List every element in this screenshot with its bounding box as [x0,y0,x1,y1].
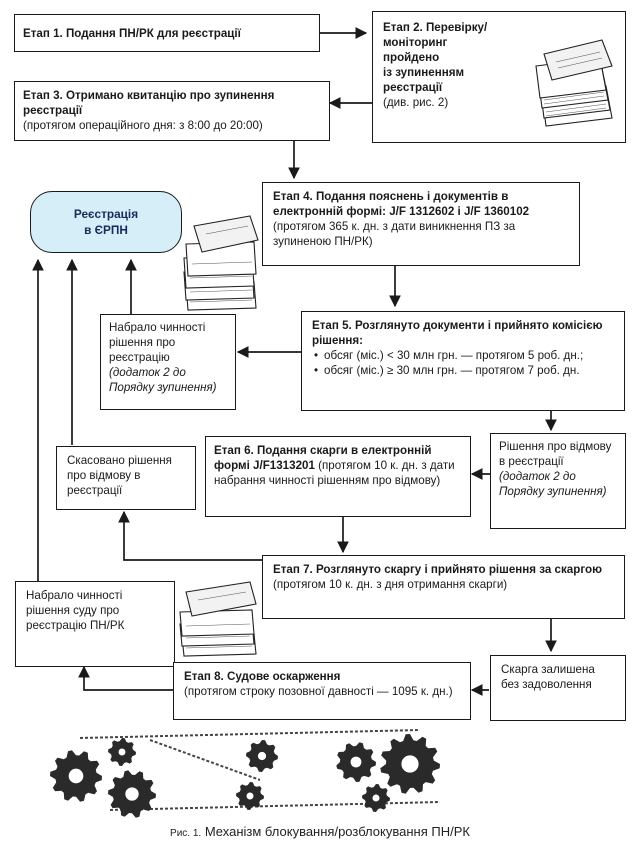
gear-hub [255,749,269,763]
paper-stack-icon [535,39,613,127]
stage7-note: (протягом 10 к. дн. з дня отримання скар… [273,578,508,591]
gear-hub [66,766,86,786]
chain-line [109,801,441,811]
stage7-title: Етап 7. Розглянуто скаргу і прийнято ріш… [273,563,602,576]
gear-hub [399,753,421,775]
stage8-title: Етап 8. Судове оскарження [184,670,341,683]
stage6-title: Етап 6. Подання скарги в електронній фор… [214,444,432,472]
stage2-line3: пройдено [383,51,440,64]
stage2-line4: із зупиненням [383,66,465,79]
gear-hub [116,746,128,758]
erpn-line2: в ЄРПН [84,223,128,237]
caption-text: Механізм блокування/розблокування ПН/РК [204,824,470,839]
stage4-note: (протягом 365 к. дн. з дати виникнення П… [273,220,516,248]
stage2-line2: моніторинг [383,36,448,49]
stage5-bullet: обсяг (міс.) < 30 млн грн. — протягом 5 … [314,348,614,363]
paper-stack-icon [183,215,259,311]
stage1-box: Етап 1. Подання ПН/РК для реєстрації [14,14,320,52]
stage3-title: Етап 3. Отримано квитанцію про зупинення… [23,89,275,117]
caption-prefix: Рис. 1. [170,828,202,839]
stage5-bullet: обсяг (міс.) ≥ 30 млн грн. — протягом 7 … [314,363,614,378]
complaint-text: Скарга залишена без задоволення [501,663,595,691]
stage8-note: (протягом строку позовної давності — 109… [184,685,453,698]
arrow-stage7-to-cancelled [118,510,264,561]
stage3-box: Етап 3. Отримано квитанцію про зупинення… [14,81,330,141]
registered-text: Набрало чинності рішення про реєстрацію [109,321,206,364]
stage2-note: (див. рис. 2) [383,96,449,109]
court-text: Набрало чинності рішення суду про реєстр… [26,589,125,632]
refusal-text: Рішення про відмову в реєстрації [499,440,612,468]
complaint-box: Скарга залишена без задоволення [490,655,626,721]
court-decision-box: Набрало чинності рішення суду про реєстр… [15,581,175,667]
gears-illustration [50,729,441,818]
registered-decision-box: Набрало чинності рішення про реєстрацію … [100,314,236,410]
erpn-registration-node: Реєстрація в ЄРПН [30,191,182,253]
gear-hub [123,785,141,803]
refusal-decision-box: Рішення про відмову в реєстрації (додато… [490,433,626,529]
stage8-box: Етап 8. Судове оскарження (протягом стро… [173,662,471,720]
stage6-note: (протягом 10 к. дн. з дати набрання чинн… [214,459,455,487]
stage2-line1: Етап 2. Перевірку/ [383,21,488,34]
stage5-bullets: обсяг (міс.) < 30 млн грн. — протягом 5 … [312,348,614,378]
paper-stack-icon [179,581,257,657]
figure-caption: Рис. 1. Механізм блокування/розблокуванн… [0,824,640,839]
gear-hub [244,790,256,802]
erpn-line1: Реєстрація [73,207,139,221]
stage7-box: Етап 7. Розглянуто скаргу і прийнято ріш… [262,555,625,619]
stage5-title: Етап 5. Розглянуто документи і прийнято … [312,319,603,347]
arrow-stage8-to-court [78,665,173,691]
registered-italic: (додаток 2 до Порядку зупинення) [109,366,217,394]
stage2-line5: реєстрації [383,81,443,94]
cancelled-decision-box: Скасовано рішення про відмову в реєстрац… [56,446,196,510]
stage6-box: Етап 6. Подання скарги в електронній фор… [205,436,471,517]
stage4-box: Етап 4. Подання пояснень і документів в … [262,182,580,266]
chain-line [79,729,421,739]
gear-hub [370,792,382,804]
stage5-box: Етап 5. Розглянуто документи і прийнято … [301,311,625,411]
stage4-title: Етап 4. Подання пояснень і документів в … [273,190,530,218]
stage1-title: Етап 1. Подання ПН/РК для реєстрації [23,26,241,40]
cancelled-text: Скасовано рішення про відмову в реєстрац… [67,454,172,497]
refusal-italic: (додаток 2 до Порядку зупинення) [499,470,607,498]
stage3-note: (протягом операційного дня: з 8:00 до 20… [23,119,263,132]
chain-line [149,739,261,781]
gear-hub [348,754,364,770]
